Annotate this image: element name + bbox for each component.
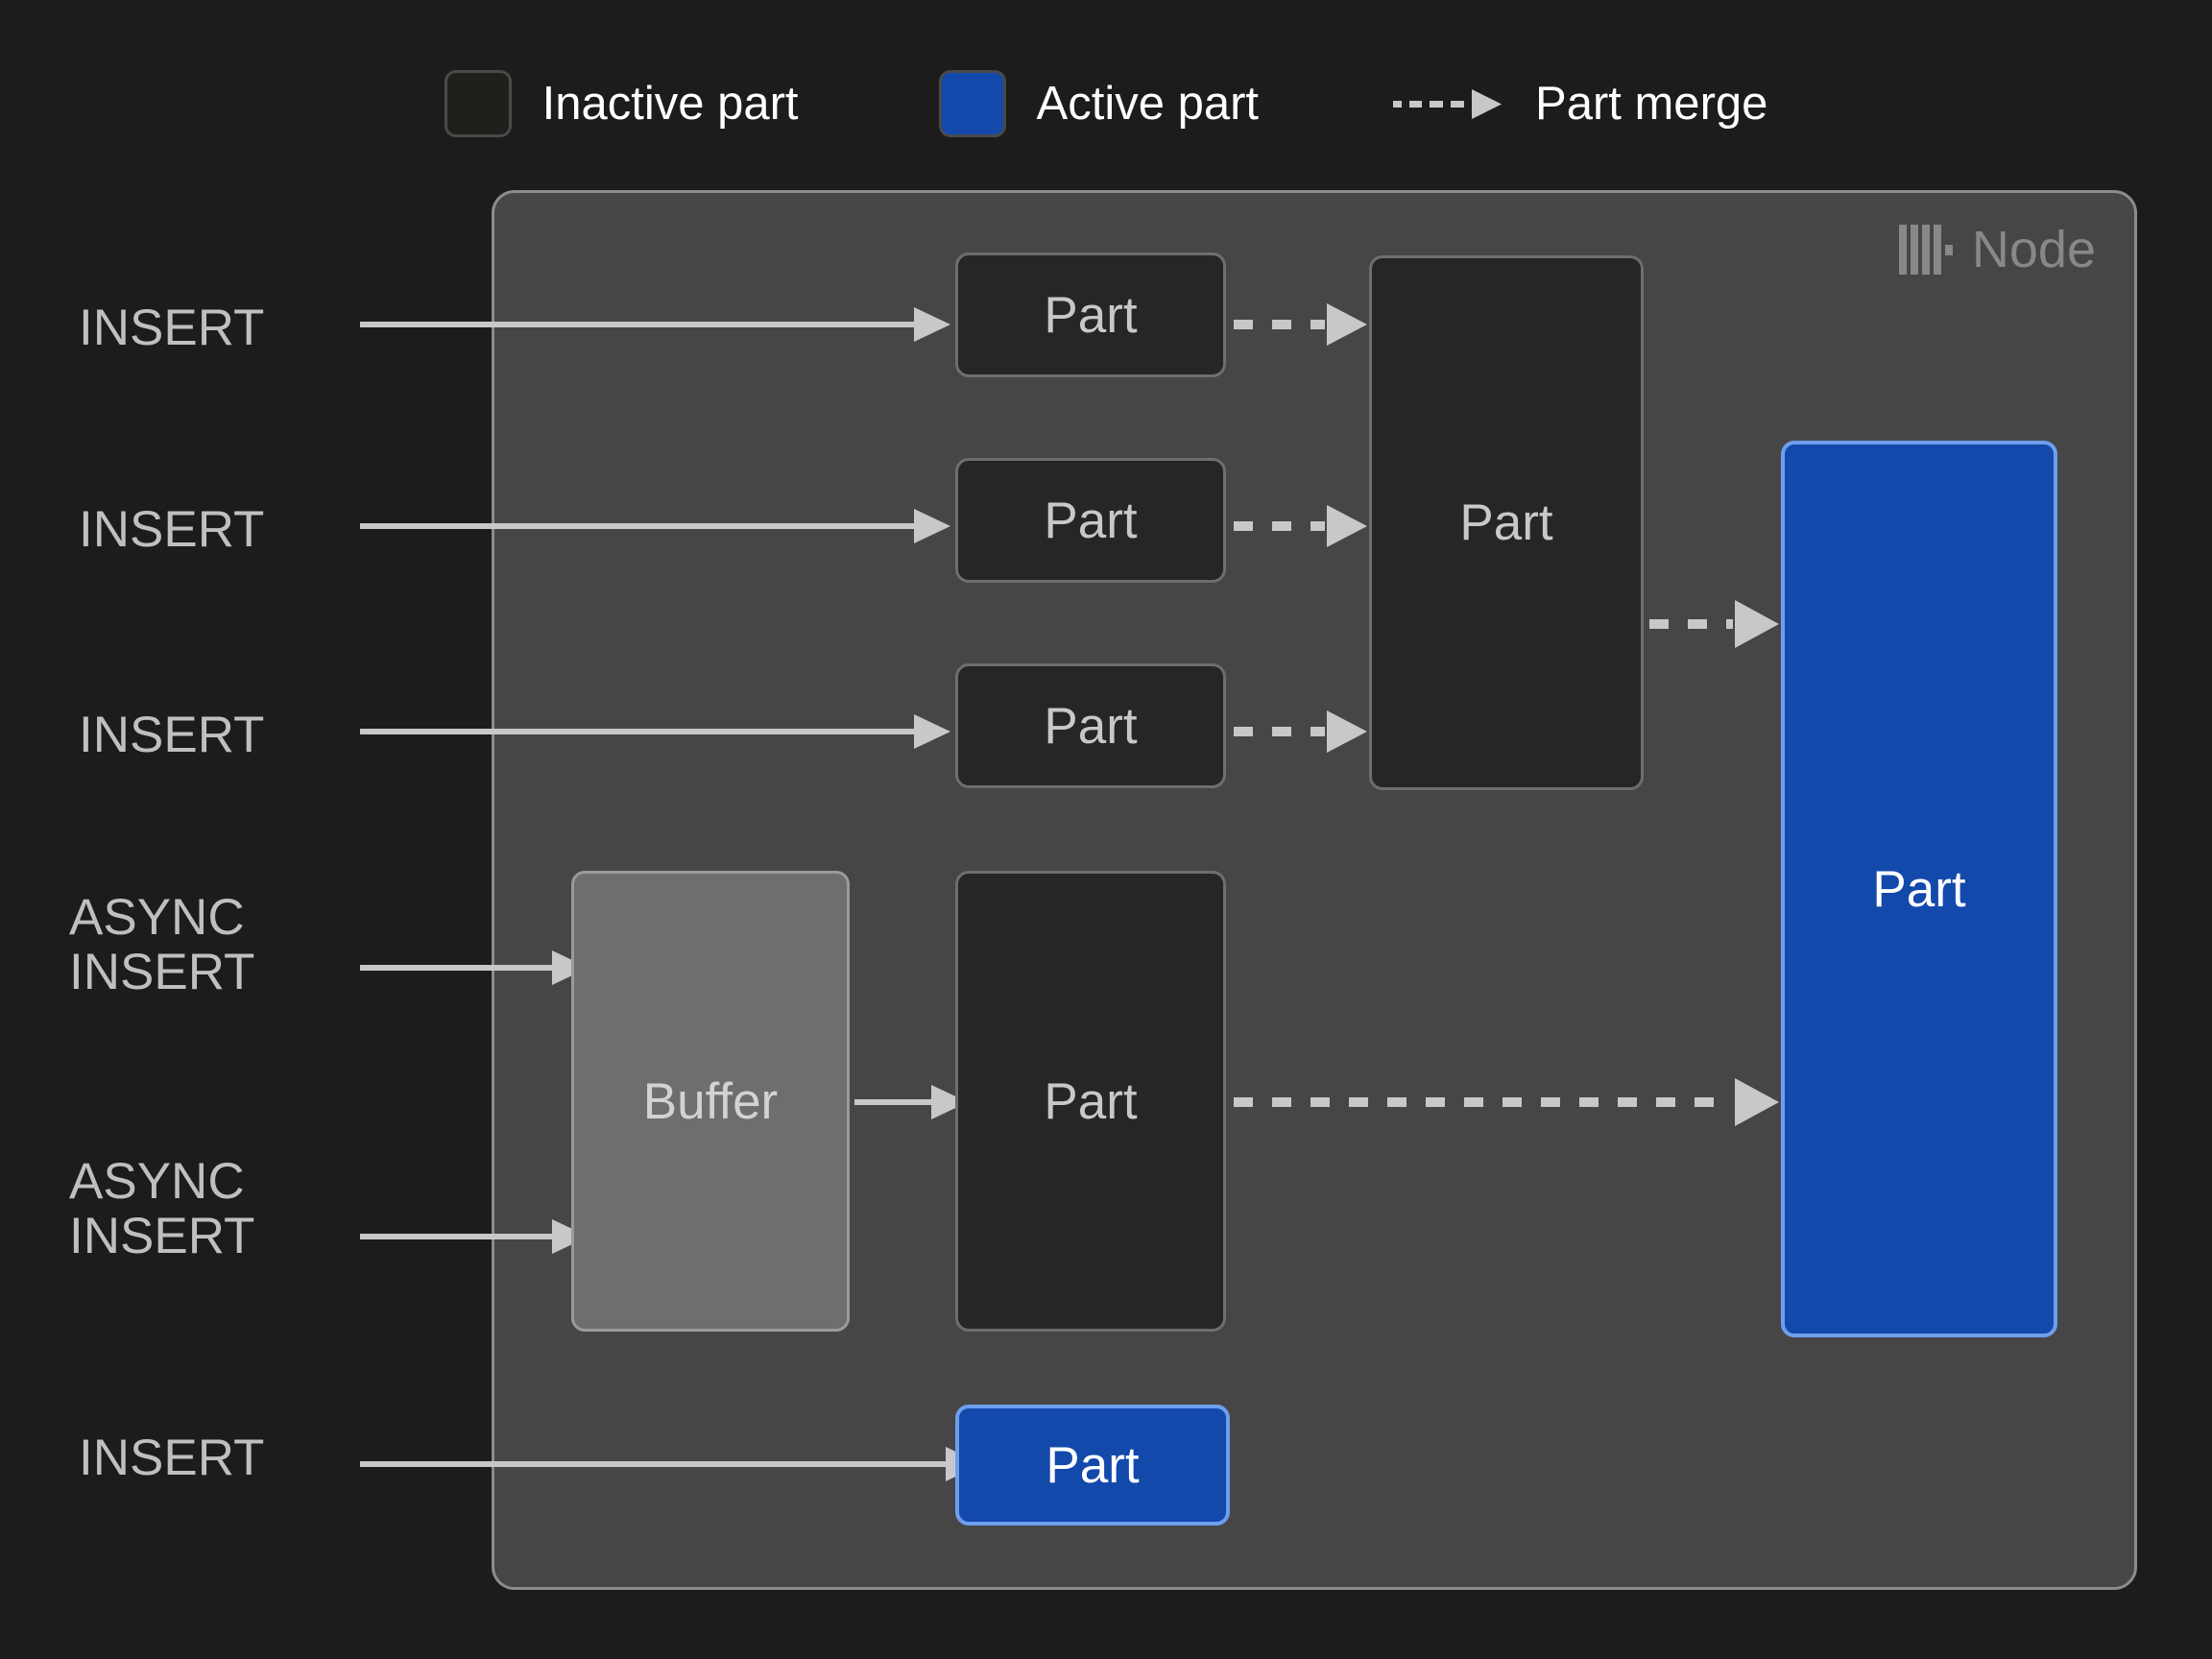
part-box-merged[interactable]: Part	[1369, 255, 1644, 790]
node-title-group: Node	[1898, 221, 2096, 278]
input-label-insert-1: INSERT	[79, 300, 265, 356]
input-label-async-insert-1: ASYNC INSERT	[69, 889, 255, 1001]
legend: Inactive part Active part Part merge	[0, 54, 2212, 154]
part-box-merged-label: Part	[1459, 494, 1553, 551]
part-box-active-small[interactable]: Part	[955, 1405, 1230, 1526]
part-box-buffer-flush-label: Part	[1044, 1072, 1138, 1130]
part-box-small-3-label: Part	[1044, 697, 1138, 755]
legend-label-inactive-part: Inactive part	[541, 77, 799, 130]
part-box-buffer-flush[interactable]: Part	[955, 871, 1226, 1332]
clickhouse-logo-icon	[1898, 225, 1953, 275]
node-title-label: Node	[1971, 221, 2096, 278]
part-box-small-1[interactable]: Part	[955, 252, 1226, 377]
part-box-active-big[interactable]: Part	[1781, 441, 2057, 1337]
part-box-small-2[interactable]: Part	[955, 458, 1226, 583]
legend-label-part-merge: Part merge	[1535, 77, 1768, 130]
part-box-small-2-label: Part	[1044, 492, 1138, 549]
part-box-small-3[interactable]: Part	[955, 663, 1226, 788]
input-label-insert-4: INSERT	[79, 1430, 265, 1486]
legend-item-active-part: Active part	[938, 70, 1260, 137]
part-box-active-small-label: Part	[1046, 1436, 1140, 1494]
buffer-box[interactable]: Buffer	[571, 871, 850, 1332]
active-part-swatch-icon	[938, 70, 1006, 137]
legend-item-inactive-part: Inactive part	[444, 70, 799, 137]
inactive-part-swatch-icon	[444, 70, 512, 137]
part-box-small-1-label: Part	[1044, 286, 1138, 344]
buffer-box-label: Buffer	[642, 1072, 779, 1130]
dashed-arrow-icon	[1393, 89, 1503, 119]
input-label-insert-3: INSERT	[79, 707, 265, 763]
input-label-async-insert-2: ASYNC INSERT	[69, 1153, 255, 1265]
part-box-active-big-label: Part	[1872, 860, 1966, 918]
legend-label-active-part: Active part	[1036, 77, 1260, 130]
legend-item-part-merge: Part merge	[1393, 77, 1768, 130]
input-label-insert-2: INSERT	[79, 501, 265, 558]
